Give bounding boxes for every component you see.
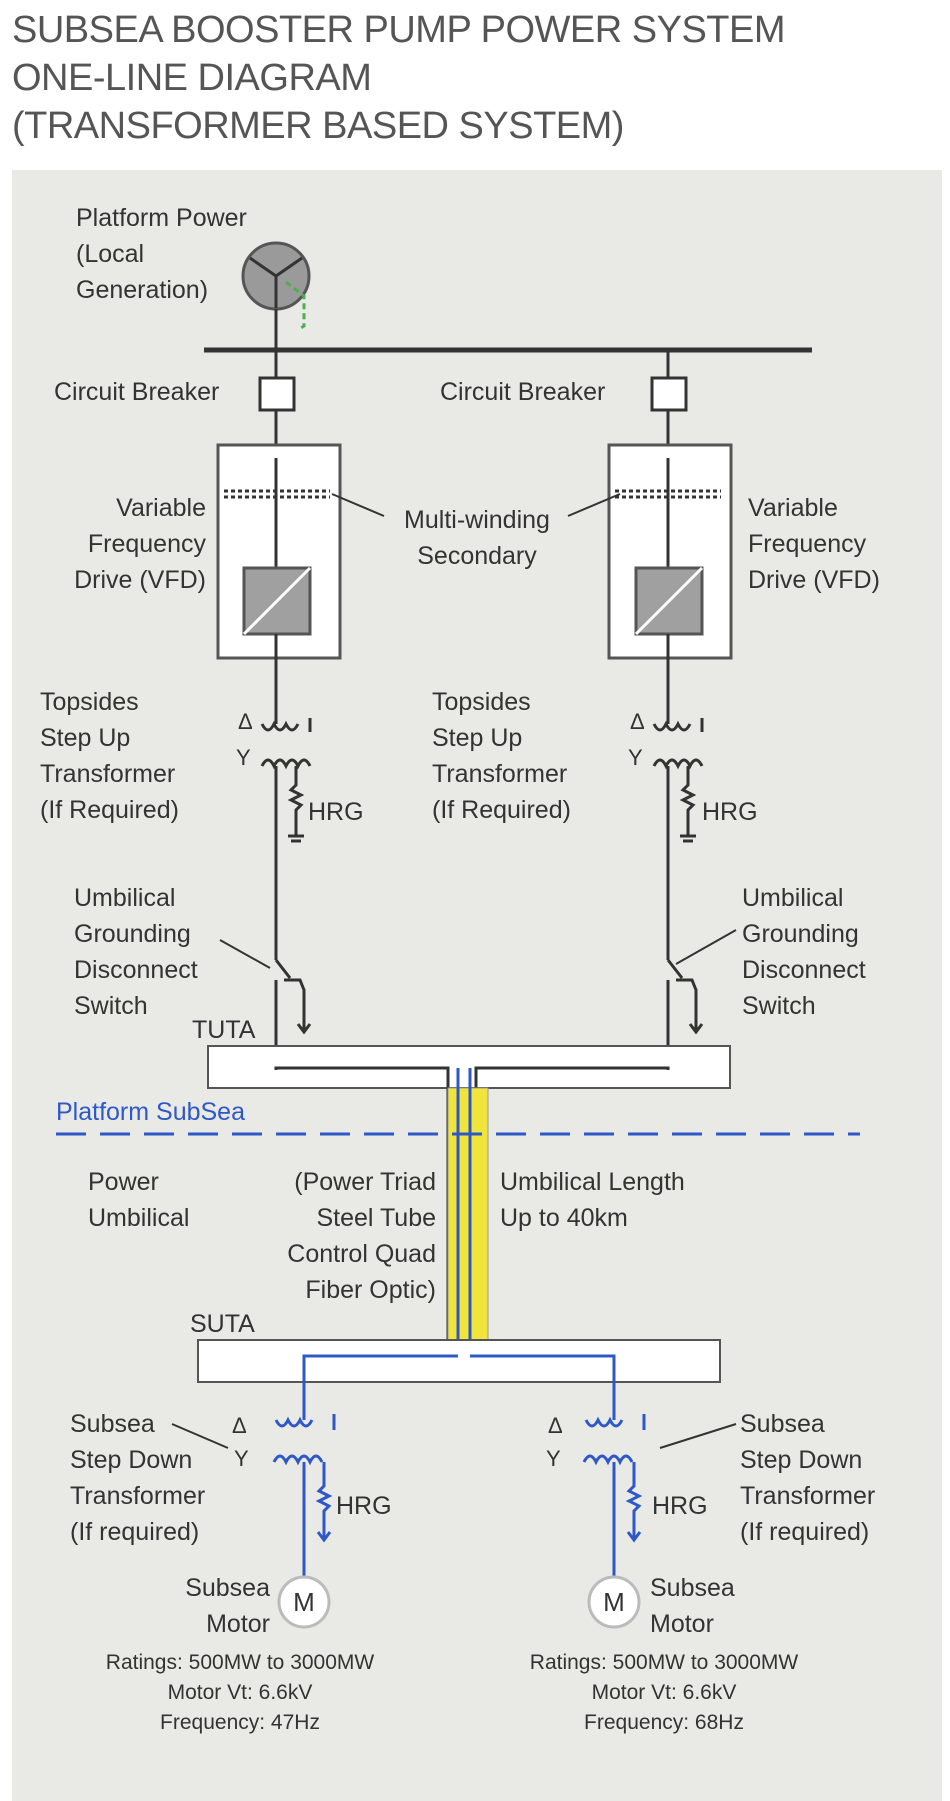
ugds-right-label: Umbilical Grounding Disconnect Switch [742,884,866,1020]
suta-box [197,1339,721,1383]
motor-right: M [587,1575,641,1629]
umbilical-cable [447,1087,489,1341]
circuit-breaker-right [650,376,688,412]
ratings-right: Ratings: 500MW to 3000MW Motor Vt: 6.6kV… [529,1651,799,1734]
hrg-bottom-left-label: HRG [336,1492,392,1520]
platform-subsea-label: Platform SubSea [56,1098,245,1126]
wye-symbol-subsea-right: Y [546,1446,561,1471]
wye-symbol-right: Y [628,745,643,770]
subsea-motor-right-label: Subsea Motor [650,1574,735,1638]
power-umbilical-label: Power Umbilical [88,1168,190,1232]
ratings-left: Ratings: 500MW to 3000MW Motor Vt: 6.6kV… [105,1651,375,1734]
delta-symbol-subsea-left: Δ [232,1413,247,1438]
title-line-3: (TRANSFORMER BASED SYSTEM) [12,105,624,147]
delta-symbol-left: Δ [238,709,253,734]
vfd-right-label: Variable Frequency Drive (VFD) [748,494,880,594]
leader-lines [171,493,737,1449]
generator-symbol [241,241,311,332]
tuta-label: TUTA [192,1016,256,1044]
circuit-breaker-left-label: Circuit Breaker [54,378,220,406]
umbilical-contents-label: (Power Triad Steel Tube Control Quad Fib… [287,1168,436,1304]
vfd-box-right [607,443,733,660]
motor-left-symbol: M [293,1587,315,1617]
wye-symbol-left: Y [236,745,251,770]
hrg-top-right-label: HRG [702,798,758,826]
left-feeder [216,350,342,1070]
circuit-breaker-right-label: Circuit Breaker [440,378,606,406]
title-line-2: ONE-LINE DIAGRAM [12,57,372,99]
wye-symbol-subsea-left: Y [234,1446,249,1471]
vfd-left-label: Variable Frequency Drive (VFD) [74,494,206,594]
right-feeder [607,350,733,1070]
topsides-left-label: Topsides Step Up Transformer (If Require… [40,688,179,824]
hrg-top-left-label: HRG [308,798,364,826]
hrg-bottom-right-label: HRG [652,1492,708,1520]
topsides-right-label: Topsides Step Up Transformer (If Require… [432,688,571,824]
platform-power-label: Platform Power (Local Generation) [76,204,247,304]
suta-label: SUTA [190,1310,255,1338]
subsea-motor-left-label: Subsea Motor [185,1574,270,1638]
multi-winding-label: Multi-winding Secondary [404,506,550,570]
motor-right-symbol: M [603,1587,625,1617]
motor-left: M [277,1575,331,1629]
delta-symbol-right: Δ [630,709,645,734]
ugds-left-label: Umbilical Grounding Disconnect Switch [74,884,198,1020]
subsea-right-branch [470,1354,646,1578]
title-line-1: SUBSEA BOOSTER PUMP POWER SYSTEM [12,9,786,51]
subsea-left-branch [272,1354,458,1578]
diagram-title: SUBSEA BOOSTER PUMP POWER SYSTEM ONE-LIN… [12,6,786,150]
delta-symbol-subsea-right: Δ [548,1413,563,1438]
subsea-stepdown-right-label: Subsea Step Down Transformer (If require… [740,1410,876,1546]
circuit-breaker-left [258,376,296,412]
umbilical-length-label: Umbilical Length Up to 40km [500,1168,685,1232]
subsea-stepdown-left-label: Subsea Step Down Transformer (If require… [70,1410,206,1546]
diagram-panel [12,170,942,1801]
